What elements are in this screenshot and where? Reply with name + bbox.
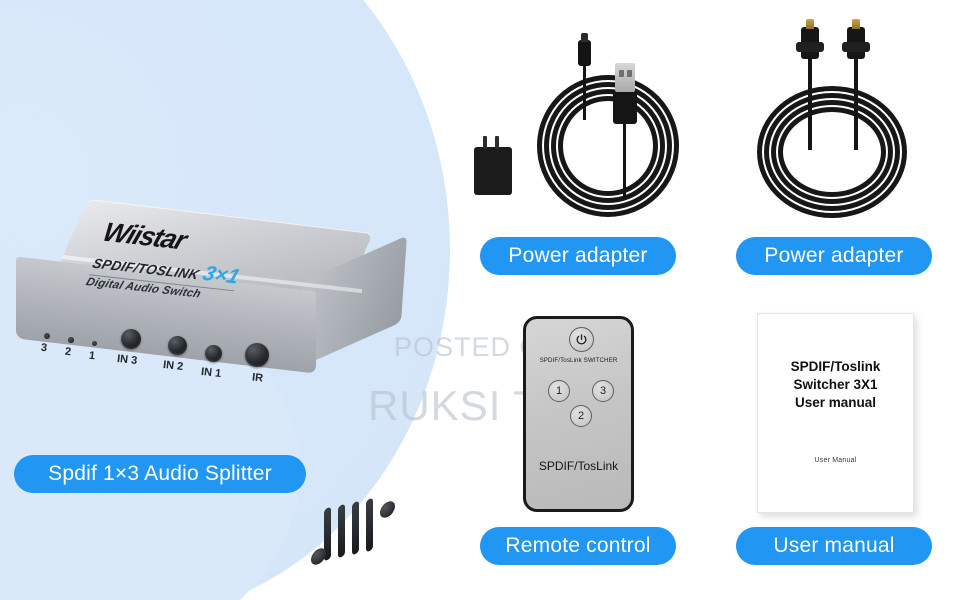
usb-connector-slot — [627, 70, 632, 77]
manual-title-line-1: SPDIF/Toslink — [790, 359, 881, 374]
toslink-coil-ring — [757, 86, 907, 218]
remote-subtitle: SPDIF/TosLink SWITCHER — [539, 357, 618, 364]
toslink-lead-right — [854, 55, 858, 150]
manual-title-block: SPDIF/Toslink Switcher 3X1 User manual — [758, 358, 913, 411]
manual-title-line-2: Switcher 3X1 — [793, 376, 878, 392]
label-power-adapter-1: Power adapter — [480, 237, 676, 275]
cable-coil-ring — [544, 82, 672, 210]
device-port-in3 — [121, 329, 141, 349]
ir-remote-control: SPDIF/TosLink SWITCHER 1 3 2 SPDIF/TosLi… — [523, 316, 634, 512]
device-port-ir — [245, 343, 269, 367]
toslink-coil-ring — [771, 100, 893, 204]
usb-connector-slot — [619, 70, 624, 77]
remote-footer-text: SPDIF/TosLink — [538, 459, 619, 473]
toslink-coil-ring — [764, 93, 900, 211]
manual-title-line-3: User manual — [794, 394, 877, 410]
label-user-manual: User manual — [736, 527, 932, 565]
remote-button-1[interactable]: 1 — [548, 380, 570, 402]
device-led-2 — [68, 337, 74, 343]
device-port-in2 — [168, 336, 187, 355]
label-remote-control: Remote control — [480, 527, 676, 565]
toslink-connector-right-tip — [852, 19, 860, 29]
printed-user-manual: SPDIF/Toslink Switcher 3X1 User manual U… — [757, 313, 914, 513]
label-spdif-splitter: Spdif 1×3 Audio Splitter — [14, 455, 306, 493]
dc-barrel-tip — [581, 33, 588, 42]
cable-coil-ring — [558, 96, 658, 196]
usb-connector-body — [613, 90, 637, 124]
cable-coil-ring — [537, 75, 679, 217]
power-icon — [576, 334, 587, 345]
device-led-1 — [92, 341, 97, 346]
wall-plug-prong — [483, 136, 487, 149]
label-power-adapter-2: Power adapter — [736, 237, 932, 275]
remote-power-button[interactable] — [569, 327, 594, 352]
cable-coil-ring — [551, 89, 665, 203]
dc-barrel-plug — [578, 40, 591, 66]
device-port-in1 — [205, 345, 222, 362]
wall-plug-adapter-body — [474, 147, 512, 195]
usb-cable-lead — [623, 100, 626, 198]
toslink-connector-right-flange — [842, 42, 870, 52]
dc-cable-lead — [583, 40, 586, 120]
device-led-3 — [44, 333, 50, 339]
wall-plug-prong — [495, 136, 499, 149]
toslink-connector-left-tip — [806, 19, 814, 29]
remote-button-2[interactable]: 2 — [570, 405, 592, 427]
toslink-coil-ring — [778, 107, 886, 197]
manual-footer-text: User Manual — [814, 457, 857, 464]
toslink-lead-left — [808, 55, 812, 150]
remote-button-3[interactable]: 3 — [592, 380, 614, 402]
toslink-connector-left-flange — [796, 42, 824, 52]
